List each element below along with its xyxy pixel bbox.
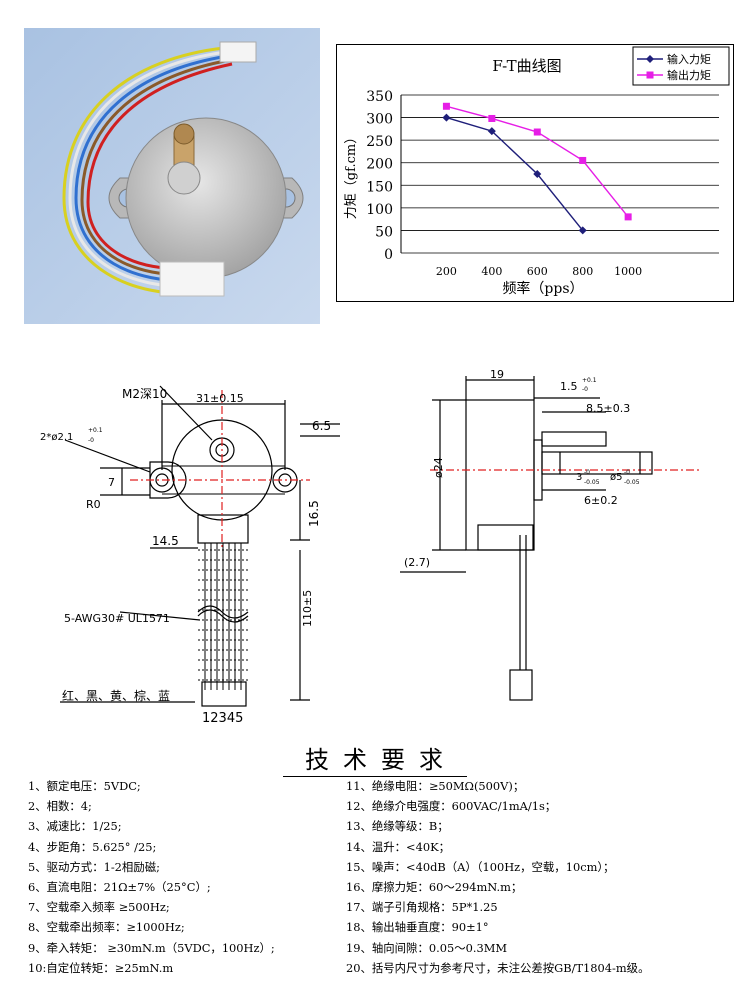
spec-item: 20、括号内尺寸为参考尺寸，未注公差按GB/T1804-m级。 [346,960,650,975]
data-point [487,127,496,136]
dim-seven: 7 [108,476,115,489]
y-tick-label: 0 [384,247,393,263]
dim-thick: 6.5 [312,419,331,433]
y-tick-label: 200 [366,157,393,173]
y-tick-label: 350 [366,89,393,105]
y-tick-label: 300 [366,112,393,128]
spec-item: 4、步距角：5.625° /25; [28,839,157,854]
data-point [442,102,450,110]
data-point [624,213,632,221]
dim-5-tol-up: -0 [624,469,630,476]
spec-item: 19、轴向间隙：0.05～0.3MM [346,940,508,955]
legend-box [632,46,730,86]
y-tick-label: 50 [375,224,393,240]
dim-holes: 2*ø2.1 [40,432,73,443]
series-line [446,105,629,218]
spec-item: 7、空载牵入频率 ≥500Hz; [28,900,170,915]
y-axis-label: 力矩（gf.cm） [344,131,359,219]
spec-item: 13、绝缘等级：B； [346,819,449,834]
technical-drawing: M2深10 31±0.15 2*ø2.1 +0.1 -0 6.5 7 R0 16… [0,360,750,740]
y-tick-label: 150 [366,179,393,195]
legend-marker [646,55,654,63]
front-view [60,385,340,707]
spec-item: 6、直流电阻：21Ω±7%（25°C）; [28,880,211,895]
dim-15: 1.5 [560,380,578,393]
dim-5-tol: -0.05 [624,479,640,486]
dim-19: 19 [490,368,504,381]
spec-item: 2、相数：4; [28,799,92,814]
spec-list-right: 11、绝缘电阻：≥50MΩ(500V)； 12、绝缘介电强度：600VAC/1mA… [346,776,746,978]
spec-item: 1、额定电压：5VDC; [28,779,141,793]
spec-item: 15、噪声：<40dB（A）（100Hz，空载，10cm）； [346,859,615,874]
dim-27: (2.7) [404,556,430,569]
y-tick-label: 100 [366,202,393,218]
spec-item: 12、绝缘介电强度：600VAC/1mA/1s； [346,799,557,814]
dim-holes-tol-up: +0.1 [88,427,103,434]
legend-marker [646,71,654,79]
data-point [488,114,496,122]
dim-85: 8.5±0.3 [586,402,630,415]
spec-list-left: 1、额定电压：5VDC; 2、相数：4; 3、减速比：1/25; 4、步距角：5.62… [28,776,328,978]
x-tick-label: 800 [572,265,593,278]
dim-5: ø5 [610,472,622,483]
legend-label: 输入力矩 [667,52,711,66]
data-point [533,128,541,136]
dim-r0: R0 [86,498,101,511]
dim-h165: 16.5 [307,500,321,527]
series-line [446,116,584,231]
dim-len: 110±5 [301,590,314,627]
dim-24: ø24 [432,457,445,478]
spec-item: 5、驱动方式：1-2相励磁; [28,859,160,874]
x-tick-label: 600 [527,265,548,278]
y-tick-label: 250 [366,134,393,150]
dim-3-tol: -0.05 [584,479,600,486]
spec-item: 10:自定位转矩：≥25mN.m [28,960,174,975]
spec-item: 16、摩擦力矩：60～294mN.m； [346,880,523,895]
spec-item: 3、减速比：1/25; [28,819,122,834]
spec-item: 11、绝缘电阻：≥50MΩ(500V)； [346,779,525,793]
x-tick-label: 200 [436,265,457,278]
dim-15-tol-up: +0.1 [582,377,597,384]
x-axis-label: 频率（pps） [502,280,583,297]
dim-w145: 14.5 [152,534,179,548]
dim-span: 31±0.15 [196,392,244,405]
spec-item: 17、端子引角规格：5P*1.25 [346,900,498,915]
ft-chart: F-T曲线图 0 50 100 150 200 250 300 350 200 400 600 800 1… [336,44,734,302]
data-point [442,113,451,122]
dim-wire: 5-AWG30# UL1571 [64,612,170,625]
dim-15-tol: -0 [582,386,588,393]
dim-3-tol-up: -0 [584,469,590,476]
dim-holes-tol: -0 [88,437,94,444]
dim-3: 3 [576,472,582,483]
pin-numbers: 12345 [202,711,243,726]
data-point [533,170,542,178]
spec-item: 8、空载牵出频率：≥1000Hz; [28,920,185,935]
data-point [579,156,587,164]
side-view [400,376,700,701]
legend-label: 输出力矩 [667,68,711,82]
data-point [578,226,587,235]
motor-photo [24,28,320,324]
spec-item: 9、牵入转矩： ≥30mN.m（5VDC，100Hz）; [28,940,275,955]
chart-title: F-T曲线图 [492,57,561,75]
spec-title: 技术要求 [0,740,750,777]
spec-item: 14、温升：<40K； [346,839,450,854]
spec-item: 18、输出轴垂直度：90±1° [346,920,489,935]
x-tick-label: 400 [481,265,502,278]
x-tick-label: 1000 [614,265,642,278]
dim-m2: M2深10 [122,387,167,401]
wire-colors: 红、黑、黄、棕、蓝 [62,688,170,703]
dim-6: 6±0.2 [584,494,618,507]
